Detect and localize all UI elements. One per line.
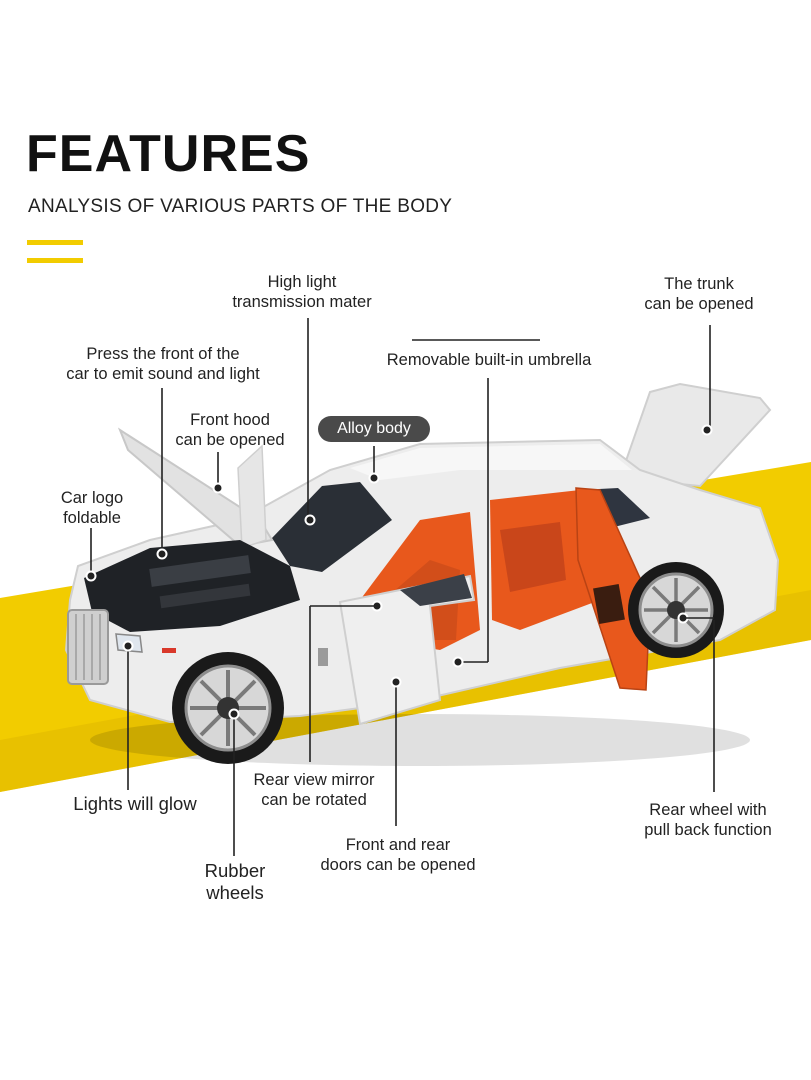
windshield — [272, 482, 392, 572]
callout-umbrella: Removable built-in umbrella — [386, 351, 592, 369]
page-subtitle: ANALYSIS OF VARIOUS PARTS OF THE BODY — [28, 196, 453, 217]
grille — [67, 609, 109, 685]
rear-wheel — [628, 562, 724, 658]
accent-bar-bottom — [27, 258, 83, 263]
trunk-lid — [618, 382, 772, 488]
accent-bar-top — [27, 240, 83, 245]
alloy-body-badge: Alloy body — [318, 416, 430, 442]
leader-lines — [90, 318, 715, 856]
page-title: FEATURES — [26, 125, 311, 183]
callout-lights: Lights will glow — [73, 793, 197, 814]
callout-dots — [85, 424, 713, 720]
front-wheel — [172, 652, 284, 764]
